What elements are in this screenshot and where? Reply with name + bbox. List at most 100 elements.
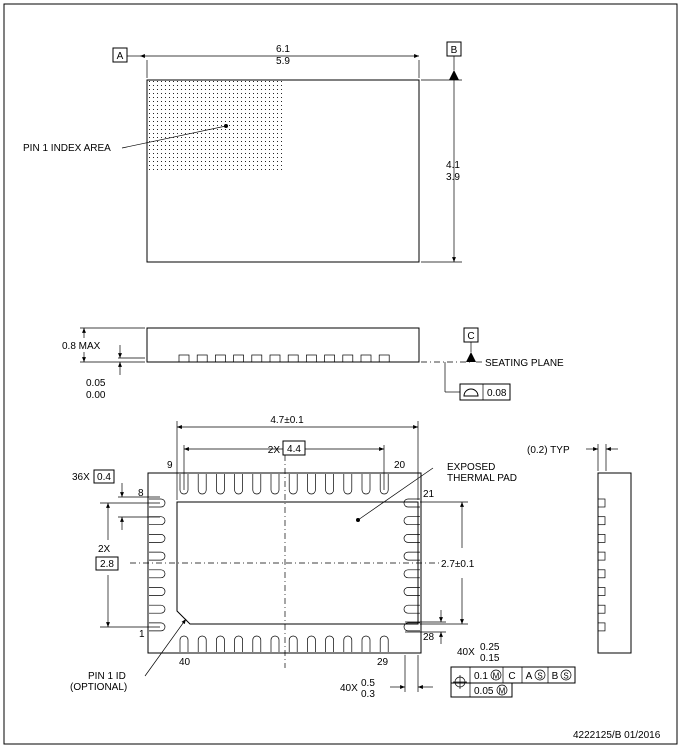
sheet-border [3,3,678,745]
lead-right [403,569,420,579]
lead-bottom [216,635,225,652]
tolerance-datum-a: A [526,671,533,682]
top-view: 6.1 5.9 A B 4.1 3.9 PIN 1 INDEX AREA [23,41,462,263]
height-max: 4.1 [446,160,460,171]
lead-bottom [343,635,353,652]
side-height-max: 0.8 MAX [62,341,101,352]
datum-b-label: B [451,45,458,56]
lead-top [179,474,189,495]
lead-left [149,569,166,579]
tolerance-datum-c: C [508,671,515,682]
lead-width-prefix: 40X [340,683,358,694]
lead-bottom [288,635,298,652]
lead-right [403,622,420,632]
side-lead [287,354,299,363]
lead-bottom [270,635,280,652]
pitch-span-value: 4.4 [287,444,301,455]
standoff-max: 0.05 [86,378,106,389]
svg-text:M: M [493,672,500,681]
standoff-min: 0.00 [86,390,106,401]
tolerance-1-value: 0.1 [474,671,488,682]
pin-20: 20 [394,460,406,471]
side-lead [251,354,263,363]
side-lead [342,354,354,363]
pin-8: 8 [138,488,144,499]
position-tolerance-frame: 0.1 M C A S B S 0.05 M [450,666,576,698]
side-lead [324,354,335,363]
width-max: 6.1 [276,44,290,55]
end-leads [597,498,606,632]
pin-count-prefix: 36X [72,472,90,483]
lead-left [149,516,166,526]
pin1-id-label-1: PIN 1 ID [88,671,126,682]
end-lead [597,569,606,579]
lead-bottom [325,635,334,652]
pin1-index-label: PIN 1 INDEX AREA [23,143,111,154]
lead-top [343,474,353,495]
bottom-view: EXPOSED THERMAL PAD 4.7±0.1 2X 4.4 36X 0… [70,415,576,700]
lead-top [325,474,334,495]
end-lead [597,604,606,614]
lead-length-prefix: 40X [457,647,475,658]
side-lead [306,354,317,363]
datum-a-box [112,47,128,63]
exposed-thermal-pad [176,501,419,625]
pin-40: 40 [179,657,191,668]
lead-left [149,551,166,561]
end-lead [597,498,606,508]
flatness-value: 0.08 [487,388,507,399]
typ-label: (0.2) TYP [527,445,570,456]
pin1-id-label-2: (OPTIONAL) [70,682,127,693]
package-outline-end [597,472,632,654]
package-outline-top [146,79,420,263]
pitch-span-prefix: 2X [268,445,281,456]
side-lead [233,354,244,363]
pad-height: 2.7±0.1 [441,559,475,570]
end-lead [597,551,606,561]
svg-text:S: S [563,672,568,681]
datum-a-label: A [117,51,124,62]
lead-width-min: 0.3 [361,689,375,700]
exposed-pad-label-2: THERMAL PAD [447,473,517,484]
tolerance-datum-b: B [552,671,559,682]
lead-top [307,474,316,495]
lead-bottom [197,635,207,652]
pin-1: 1 [139,629,145,640]
pin1-index-area [148,81,284,173]
document-number: 4222125/B 01/2016 [573,730,661,741]
pin1-index-leader [121,125,227,149]
lead-bottom [307,635,316,652]
end-lead [597,622,606,632]
datum-b-triangle [449,70,459,80]
lead-left [149,498,166,508]
end-lead [597,516,606,526]
pin-9: 9 [167,460,173,471]
svg-text:S: S [537,672,542,681]
width-min: 5.9 [276,56,290,67]
lead-top [361,474,371,495]
pin-29: 29 [377,657,389,668]
lead-length-min: 0.15 [480,653,500,664]
lead-bottom [379,635,389,652]
side-leads [178,354,390,363]
end-lead [597,534,606,543]
end-view: (0.2) TYP [527,444,632,654]
side-lead [215,354,226,363]
lead-left [149,622,166,632]
lead-right [403,604,420,614]
pin-pitch: 0.4 [97,472,111,483]
side-lead [378,354,390,363]
lead-top [252,474,262,495]
side-lead [360,354,372,363]
lead-right [403,498,420,508]
lead-left [149,534,166,543]
pin-21: 21 [423,489,435,500]
lead-length-max: 0.25 [480,642,500,653]
side-lead [178,354,190,363]
side-view: 0.8 MAX 0.05 0.00 C SEATING PLANE 0.08 [62,327,564,401]
lead-bottom [179,635,189,652]
svg-text:M: M [499,687,506,696]
lead-bottom [361,635,371,652]
